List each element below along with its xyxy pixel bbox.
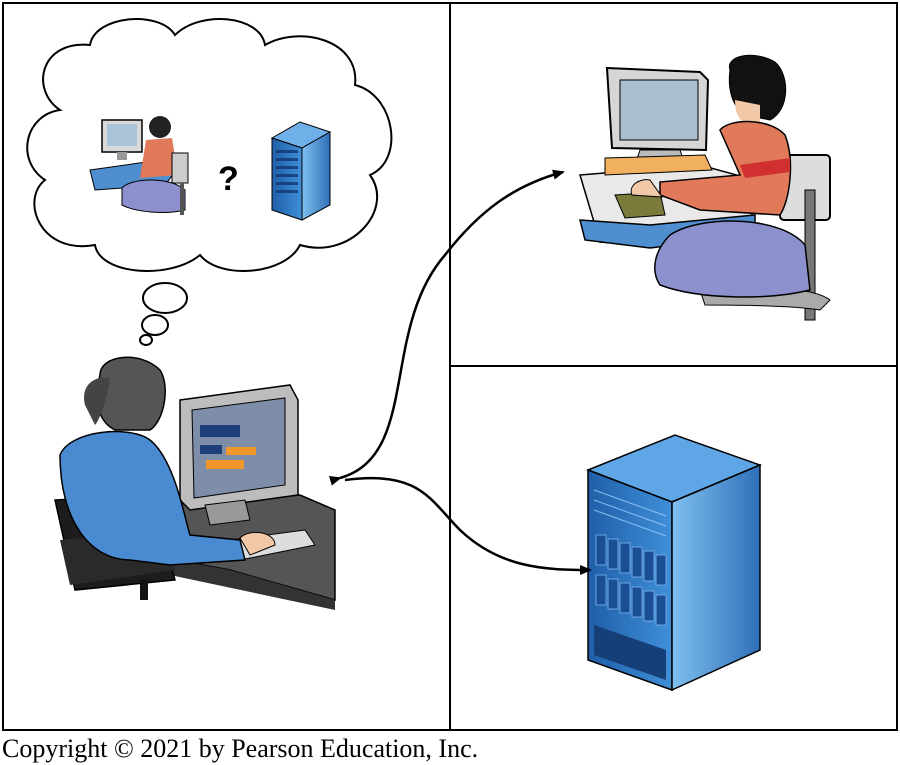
arrow-interrogator-to-human: [329, 169, 565, 486]
small-server-icon: [270, 121, 332, 221]
turing-test-diagram: ?: [2, 2, 898, 731]
question-mark: ?: [218, 160, 239, 198]
copyright-notice: Copyright © 2021 by Pearson Education, I…: [2, 734, 479, 763]
thought-bubble: [26, 18, 393, 346]
thinking-user-icon: [89, 116, 189, 215]
interrogator-workstation-icon: [54, 356, 336, 610]
human-responder-icon: [579, 54, 831, 321]
arrow-interrogator-to-computer: [344, 476, 592, 575]
server-rack-icon: [585, 434, 763, 692]
connection-arrows: [329, 169, 592, 575]
